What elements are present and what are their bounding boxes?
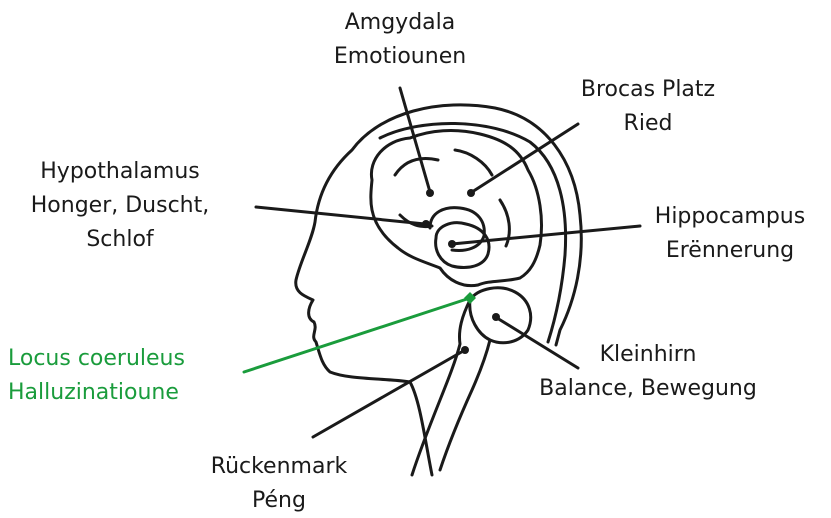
amygdala-name: Amgydala <box>318 6 482 40</box>
label-hypothalamus: Hypothalamus Honger, Duscht, Schlof <box>10 155 230 257</box>
dot-hippocampus <box>448 240 456 248</box>
kleinhirn-function: Balance, Bewegung <box>528 372 768 406</box>
leader-locus <box>244 298 470 372</box>
amygdala-function: Emotiounen <box>318 40 482 74</box>
broca-name: Brocas Platz <box>558 73 738 107</box>
label-amygdala: Amgydala Emotiounen <box>318 6 482 74</box>
dot-hypothalamus <box>422 220 430 228</box>
label-broca: Brocas Platz Ried <box>558 73 738 141</box>
hippocampus-shape <box>436 223 489 268</box>
dot-rueckenmark <box>461 346 469 354</box>
rueckenmark-function: Péng <box>196 484 362 518</box>
hippocampus-function: Erënnerung <box>640 234 820 268</box>
hippocampus-name: Hippocampus <box>640 200 820 234</box>
hypothalamus-name: Hypothalamus <box>10 155 230 189</box>
cerebrum-fold-2 <box>455 150 492 175</box>
label-locus: Locus coeruleus Halluzinatioune <box>8 342 238 410</box>
locus-name: Locus coeruleus <box>8 342 238 376</box>
dot-broca <box>467 189 475 197</box>
locus-function: Halluzinatioune <box>8 376 238 410</box>
broca-function: Ried <box>558 107 738 141</box>
hypothalamus-function-2: Schlof <box>10 223 230 257</box>
dot-kleinhirn <box>492 313 500 321</box>
dot-amygdala <box>426 189 434 197</box>
kleinhirn-name: Kleinhirn <box>528 338 768 372</box>
hypothalamus-function: Honger, Duscht, <box>10 189 230 223</box>
rueckenmark-name: Rückenmark <box>196 450 362 484</box>
brainstem-front <box>412 300 470 475</box>
label-hippocampus: Hippocampus Erënnerung <box>640 200 820 268</box>
cerebrum-fold-1 <box>395 159 438 175</box>
label-kleinhirn: Kleinhirn Balance, Bewegung <box>528 338 768 406</box>
label-rueckenmark: Rückenmark Péng <box>196 450 362 518</box>
